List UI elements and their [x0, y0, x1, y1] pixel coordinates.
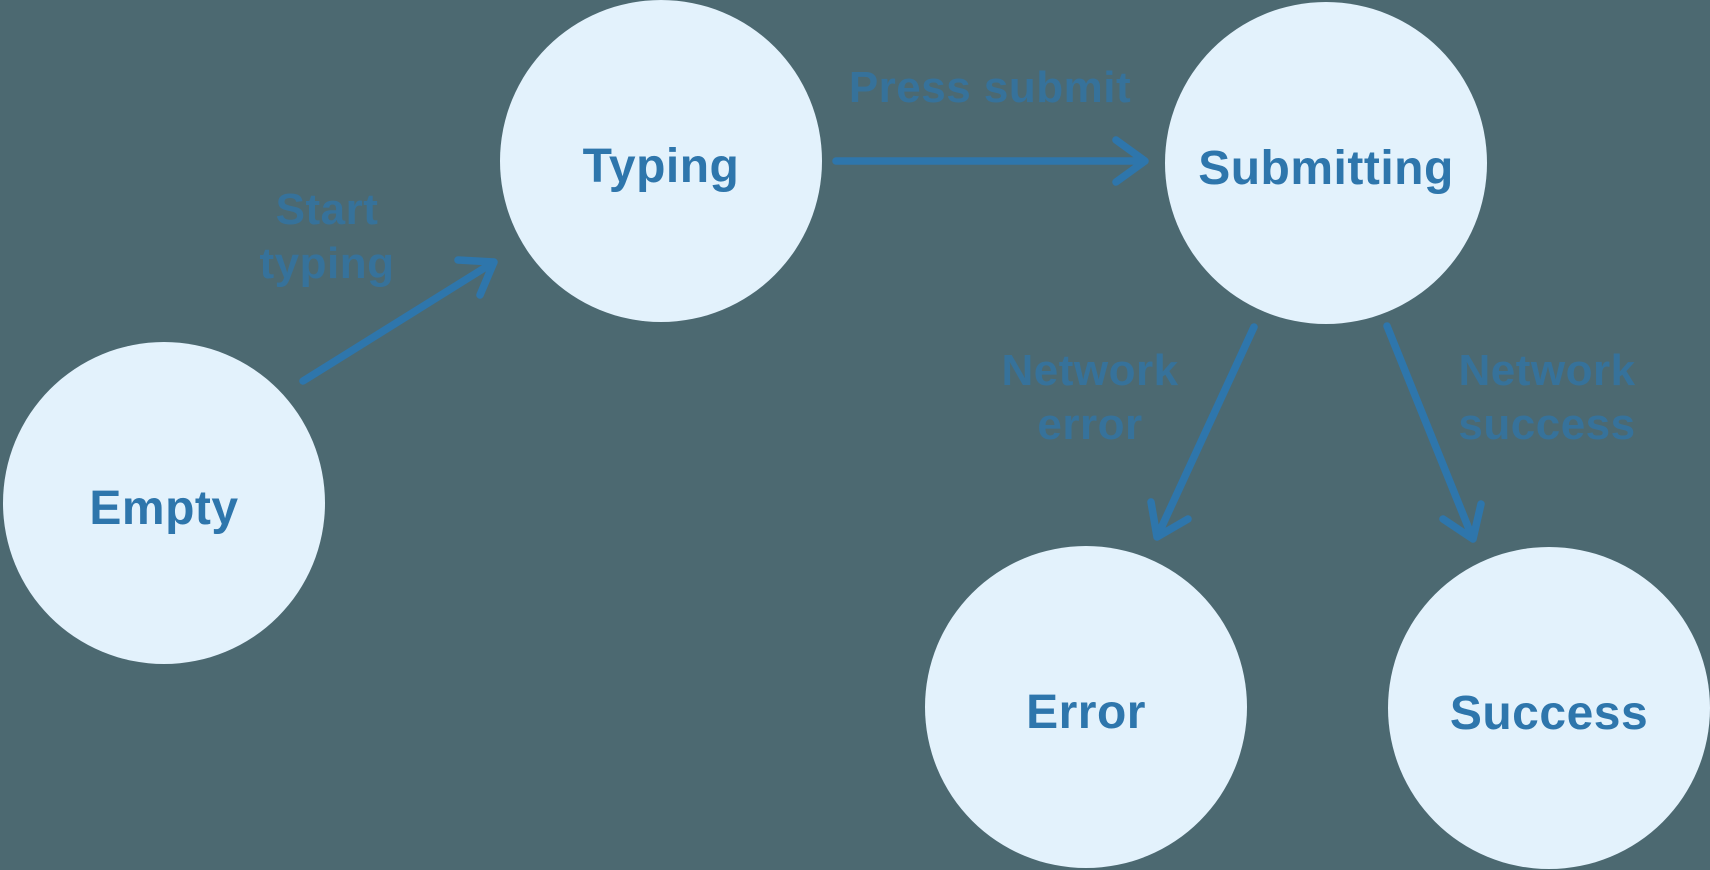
edge-label-line: Start — [275, 185, 379, 234]
edge-label-network-error: Network error — [1001, 344, 1178, 452]
arrow-submitting-to-error — [1147, 323, 1258, 541]
edge-label-network-success: Network success — [1458, 344, 1635, 452]
edge-label-line: error — [1037, 400, 1143, 449]
state-label-submitting: Submitting — [1198, 141, 1454, 195]
arrow-empty-to-typing — [299, 256, 498, 385]
state-node-error: Error — [925, 546, 1247, 868]
edge-label-line: Network — [1001, 346, 1179, 395]
state-node-typing: Typing — [500, 0, 822, 322]
state-node-submitting: Submitting — [1165, 2, 1487, 324]
edge-label-line: success — [1458, 400, 1636, 449]
edge-label-line: typing — [259, 239, 395, 288]
state-label-empty: Empty — [89, 481, 239, 535]
edge-label-start-typing: Start typing — [260, 183, 395, 291]
state-label-success: Success — [1449, 686, 1649, 740]
arrow-submitting-to-success — [1383, 322, 1485, 543]
edge-label-line: Press submit — [848, 63, 1132, 112]
edge-label-press-submit: Press submit — [849, 61, 1131, 115]
state-node-success: Success — [1388, 547, 1710, 869]
state-node-empty: Empty — [3, 342, 325, 664]
edge-label-line: Network — [1458, 346, 1636, 395]
state-label-error: Error — [1026, 685, 1146, 739]
state-label-typing: Typing — [582, 139, 740, 193]
arrow-typing-to-submitting — [832, 136, 1149, 186]
